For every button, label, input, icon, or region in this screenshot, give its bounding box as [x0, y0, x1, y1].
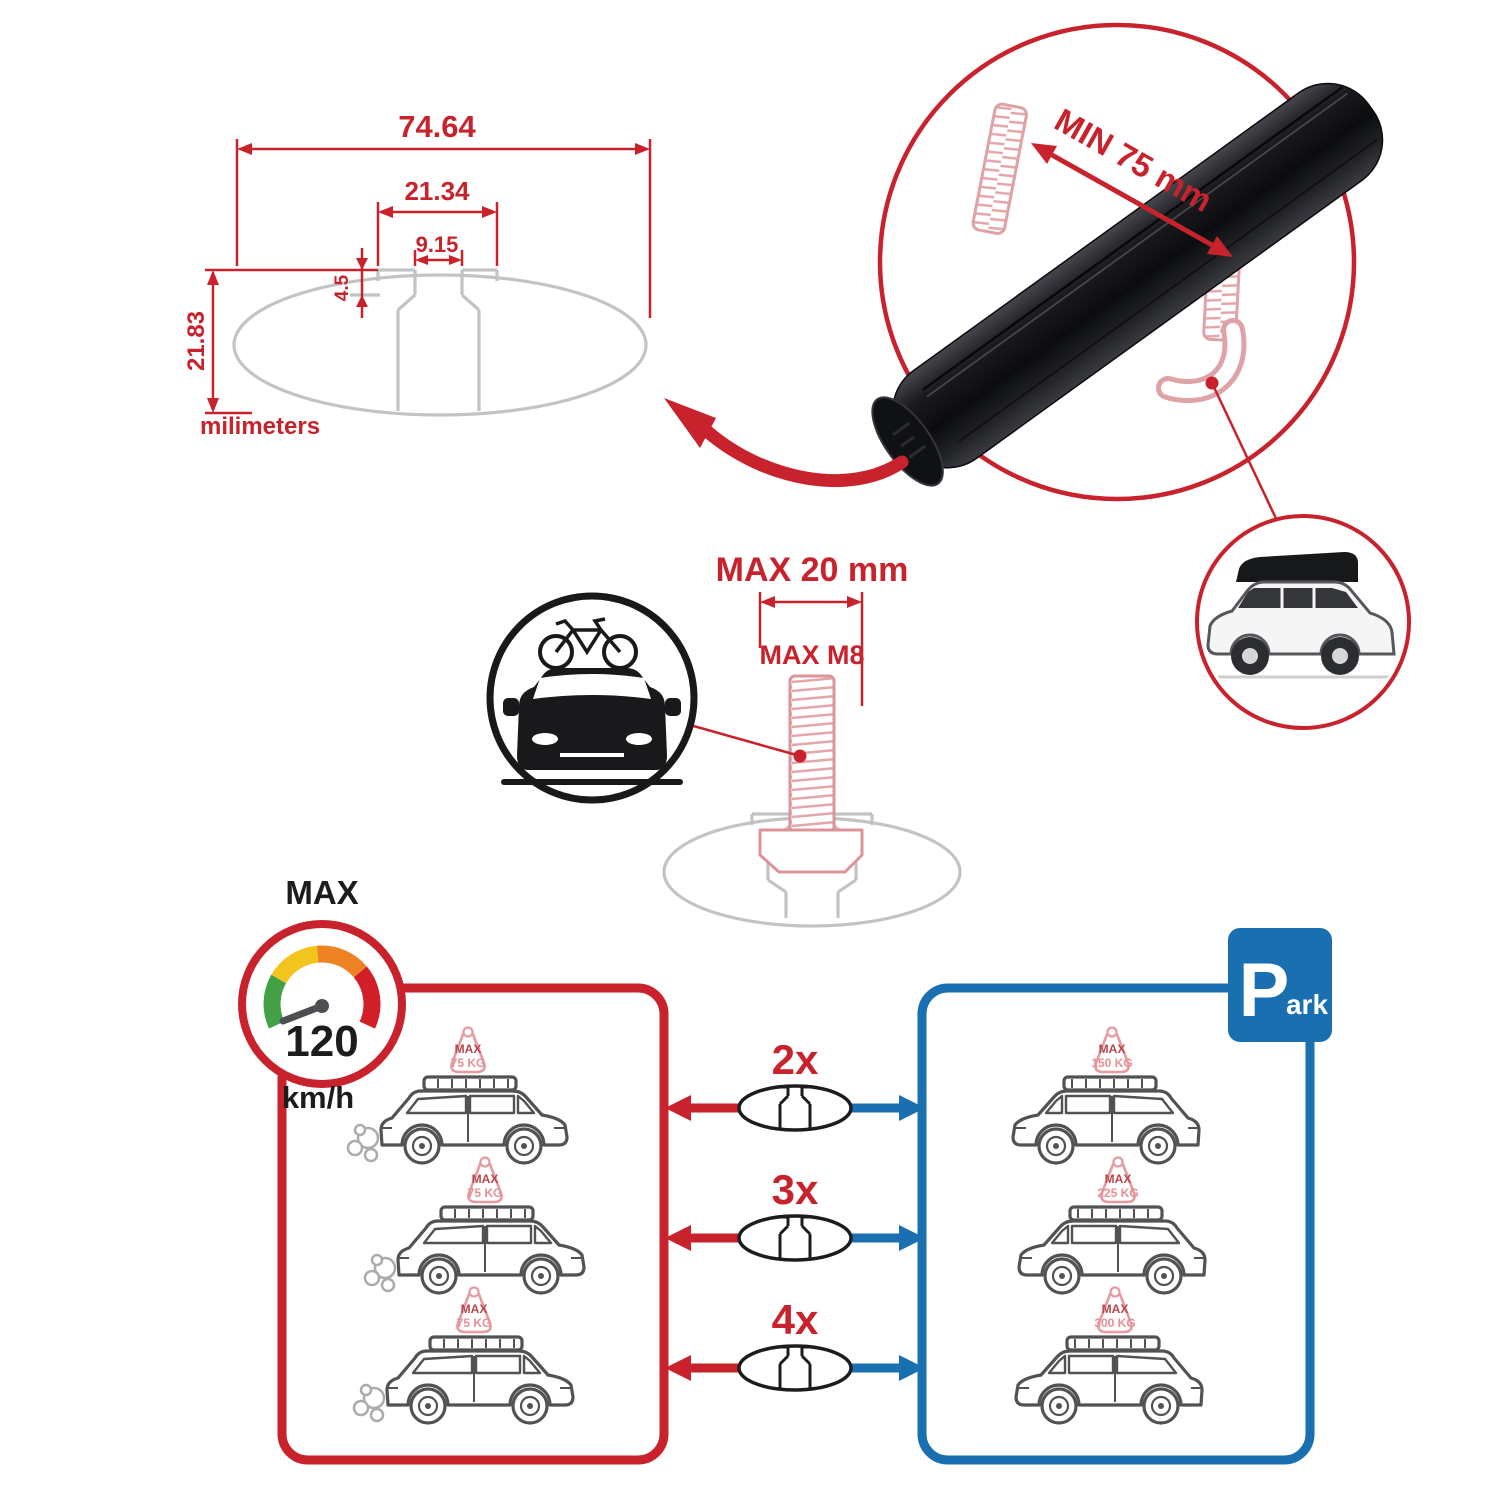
arrow-to-driving-icon	[665, 1355, 741, 1381]
bottom-comparison: MAX 75 KG MAX 75 KG MAX 75 KG MAX 150 KG…	[238, 874, 1332, 1465]
driving-car-1	[346, 1075, 569, 1165]
bar-count-row-3: 4x	[665, 1296, 925, 1392]
profile-ellipse	[232, 273, 648, 417]
tag-max-label: MAX	[455, 1042, 482, 1056]
arrow-to-driving-icon	[665, 1225, 741, 1251]
speed-gauge: MAX 120 km/h	[238, 874, 406, 1115]
park-sign-plate	[1228, 928, 1332, 1042]
gauge-value: 120	[285, 1017, 358, 1066]
slot-inner-width-label: 9.15	[416, 232, 459, 257]
slot-outer-width-label: 21.34	[404, 176, 470, 206]
total-height-label: 21.83	[183, 311, 210, 371]
ubolt-threaded-rod-left	[971, 102, 1028, 235]
dimension-lines	[205, 139, 652, 415]
parked-car-3	[1014, 1335, 1204, 1425]
roof-box	[1236, 552, 1358, 582]
tag-max-label: MAX	[1099, 1042, 1126, 1056]
pointer-arrow	[701, 425, 909, 487]
bar-count-label: 4x	[772, 1296, 819, 1343]
crossbar-bar	[871, 82, 1384, 487]
bar-count-label: 2x	[772, 1036, 819, 1083]
tag-value-label: 150 KG	[1091, 1056, 1132, 1070]
tag-value-label: 75 KG	[451, 1056, 486, 1070]
arrow-to-parked-icon	[849, 1225, 925, 1251]
callout-line	[689, 723, 801, 758]
arrow-to-driving-icon	[665, 1095, 741, 1121]
tag-value-label: 300 KG	[1094, 1316, 1135, 1330]
car-front-icon	[501, 668, 683, 785]
pointer-arrowhead	[664, 398, 716, 448]
total-width-label: 74.64	[398, 109, 476, 144]
park-sign: P ark	[1228, 928, 1332, 1042]
driving-car-2	[363, 1205, 586, 1295]
parked-car-1	[1011, 1075, 1201, 1165]
gauge-units: km/h	[282, 1080, 354, 1115]
bolt-illustration	[758, 674, 864, 874]
roofbox-suv-inset	[1195, 514, 1411, 730]
park-letter: P	[1239, 948, 1290, 1033]
driving-car-3	[352, 1335, 575, 1425]
arrow-to-parked-icon	[849, 1095, 925, 1121]
arrow-to-parked-icon	[849, 1355, 925, 1381]
bar-profile-icon	[737, 1214, 853, 1262]
tag-max-label: MAX	[1102, 1302, 1129, 1316]
bar-count-row-1: 2x	[665, 1036, 925, 1132]
gauge-max-label: MAX	[285, 874, 358, 911]
bolt-max-thread-label: MAX M8	[759, 640, 864, 670]
parked-car-2	[1017, 1205, 1207, 1295]
profile-tslot	[350, 268, 499, 411]
units-label: milimeters	[200, 413, 320, 440]
bolt-max-width-label: MAX 20 mm	[716, 551, 909, 589]
ubolt-hook-inner	[1161, 323, 1242, 399]
tag-value-label: 75 KG	[457, 1316, 492, 1330]
suv-windows	[1238, 588, 1358, 608]
bar-profile-icon	[737, 1344, 853, 1392]
cross-section-diagram: 74.64 21.34 9.15 4.5 21.83 milimeters	[183, 109, 652, 440]
inset-connector-line	[1210, 382, 1282, 528]
tag-max-label: MAX	[461, 1302, 488, 1316]
driving-panel-border	[277, 983, 669, 1465]
slot-depth-label: 4.5	[332, 274, 353, 301]
tbolt-detail: MAX 20 mm MAX M8	[662, 551, 962, 928]
tag-value-label: 75 KG	[468, 1186, 503, 1200]
tag-max-label: MAX	[472, 1172, 499, 1186]
tag-value-label: 225 KG	[1097, 1186, 1138, 1200]
crossbar-photo-inset: MIN 75 mm	[664, 22, 1384, 528]
roofbox-suv-illustration	[1205, 552, 1400, 679]
bar-count-row-2: 3x	[665, 1166, 925, 1262]
bar-count-label: 3x	[772, 1166, 819, 1213]
crossbar-profile-outline	[232, 268, 648, 417]
bar-profile-icon	[737, 1084, 853, 1132]
bike-car-inset	[486, 592, 698, 804]
tag-max-label: MAX	[1105, 1172, 1132, 1186]
parked-panel-border	[917, 983, 1315, 1465]
park-suffix: ark	[1286, 989, 1328, 1020]
